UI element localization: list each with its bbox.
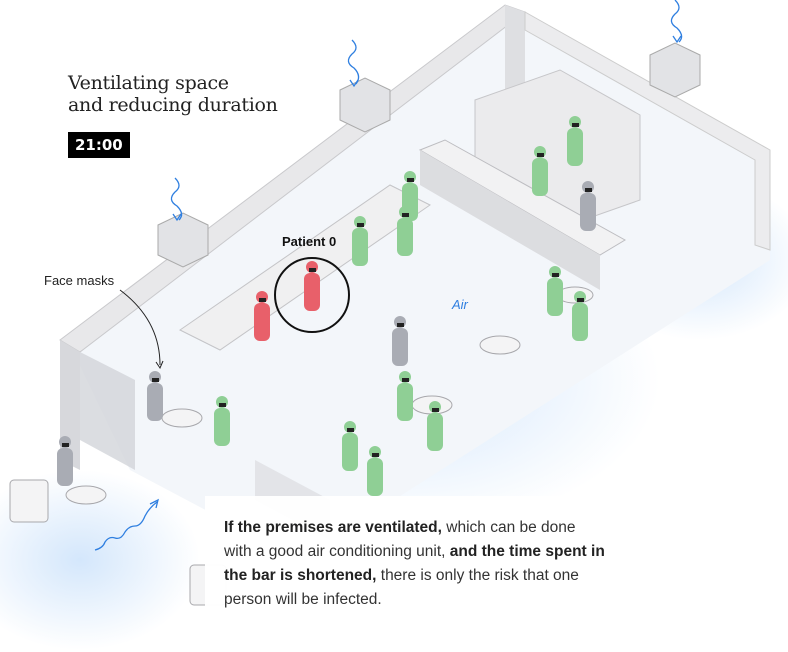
person (580, 181, 596, 231)
healthy-person (397, 371, 413, 421)
person (147, 371, 163, 421)
ac-unit (157, 212, 209, 268)
ac-unit (339, 77, 391, 133)
bar-counter-front (420, 150, 600, 290)
healthy-person (532, 146, 548, 196)
healthy-person (572, 291, 588, 341)
air-glow (0, 470, 200, 650)
healthy-person (352, 216, 368, 266)
right-wall (524, 11, 771, 251)
title-line-1: Ventilating space (68, 72, 229, 94)
front-wall (80, 352, 135, 470)
person (57, 436, 73, 486)
title-line-2: and reducing duration (68, 94, 278, 116)
air-label: Air (452, 297, 468, 312)
healthy-person (367, 446, 383, 496)
caption-text-2: there is only the risk that one person w… (224, 567, 579, 608)
infected-person (304, 261, 320, 311)
wall (505, 5, 525, 100)
page-title: Ventilating space and reducing duration (68, 72, 278, 116)
patient-zero-highlight (274, 257, 350, 333)
side-counter (179, 184, 431, 351)
ac-unit (649, 42, 701, 98)
infected-person (254, 291, 270, 341)
healthy-person (342, 421, 358, 471)
air-flow-arrow-icon (94, 0, 683, 551)
healthy-person (397, 206, 413, 256)
caption-bold-2: and the time spent in the bar is shorten… (224, 543, 605, 584)
caption-text-1: which can be done with a good air condit… (224, 519, 576, 560)
caption-bold-1: If the premises are ventilated, (224, 519, 442, 536)
caption-box: If the premises are ventilated, which ca… (205, 496, 625, 620)
patient-zero-label: Patient 0 (282, 234, 337, 249)
healthy-person (567, 116, 583, 166)
face-masks-label: Face masks (44, 273, 115, 288)
person (392, 316, 408, 366)
time-badge: 21:00 (68, 132, 130, 158)
face-masks-pointer (119, 289, 161, 366)
healthy-person (547, 266, 563, 316)
healthy-person (427, 401, 443, 451)
healthy-person (214, 396, 230, 446)
